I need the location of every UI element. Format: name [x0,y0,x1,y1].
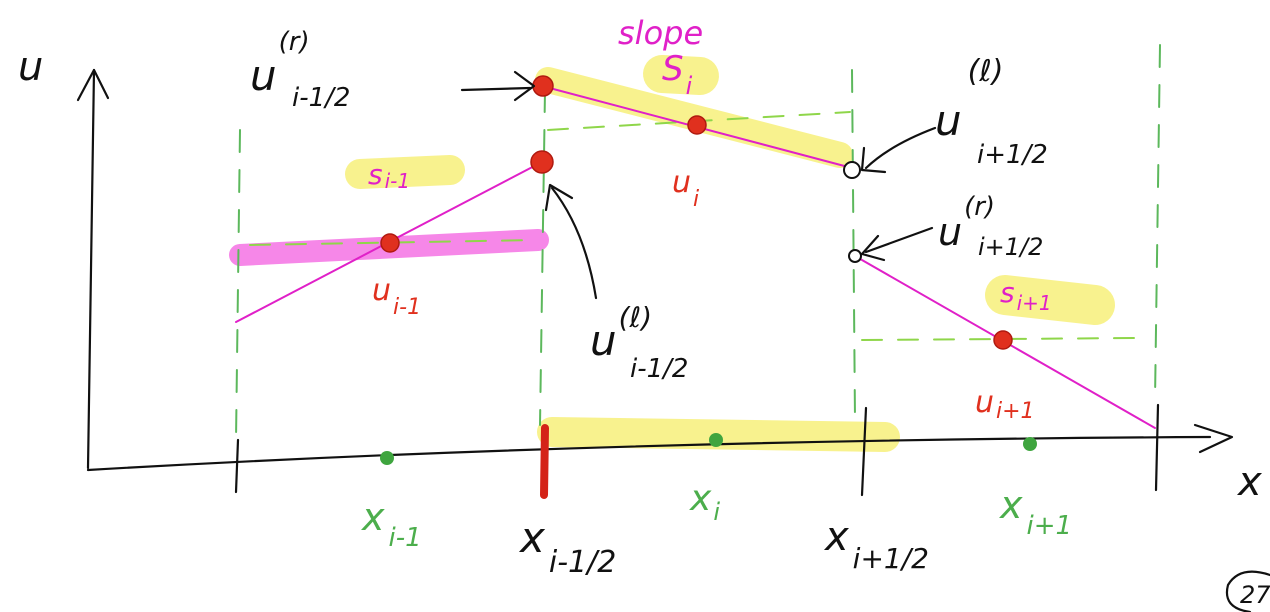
arrow-to-u-l-i-minus-half-head [544,183,574,212]
tick-i-plus-half [860,406,868,497]
label-u-r-i-minus-half: u(r)i-1/2 [250,27,350,113]
u-axis [86,68,96,470]
point-u-i-plus-1 [993,330,1013,350]
point-u-r-i-minus-half [532,75,554,97]
value-label-u-i-minus-1: ui-1 [372,273,421,320]
arrow-to-u-l-i-plus-half [864,126,937,170]
tick-left [234,438,240,494]
page-number-circle [1225,570,1270,612]
arrow-to-u-l-i-minus-half [550,186,598,300]
tick-right [1154,403,1160,492]
point-u-i-minus-1 [380,233,400,253]
point-u-l-i-minus-half [530,150,554,174]
cell-boundary-left [235,129,241,441]
point-x-i [709,433,723,447]
cell-boundary-i-plus-half [851,69,856,421]
label-u-l-i-minus-half: u(ℓ)i-1/2 [590,301,688,384]
arrow-to-u-r-i-minus-half-head [513,70,536,102]
x-axis-arrowhead [1193,423,1234,454]
point-u-r-i-plus-half [848,249,862,263]
slope-label-i: Si [662,49,693,100]
highlight-slope-label-i-plus-1 [985,275,1115,325]
value-label-u-i-plus-1: ui+1 [975,385,1035,424]
highlight-slope-label-i [643,55,719,95]
average-level-i-minus-1 [249,239,536,246]
label-u-l-i-plus-half: u(ℓ)i+1/2 [935,54,1048,170]
x-axis-label: x [1236,459,1262,505]
label-u-r-i-plus-half: u(r)i+1/2 [938,192,1043,261]
interface-label-x-i-minus-half: xi-1/2 [518,513,616,580]
arrow-to-u-l-i-plus-half-head [860,146,887,174]
arrow-to-u-r-i-plus-half-head [860,234,886,262]
slope-heading: slope [618,14,703,52]
cell-boundary-right [1154,44,1161,401]
center-label-x-i: xi [689,478,720,526]
u-axis-label: u [18,44,43,90]
arrow-to-u-r-i-plus-half [864,226,934,254]
arrow-to-u-r-i-minus-half [460,86,532,92]
highlight-slope-label-i-minus-1 [345,155,465,189]
point-u-l-i-plus-half [843,161,861,179]
cell-boundary-i-minus-half [539,89,546,426]
point-u-i [687,115,707,135]
tick-i-minus-half [540,424,549,499]
u-axis-arrowhead [76,68,110,102]
value-label-u-i: ui [672,165,699,212]
average-level-i-plus-1 [861,337,1141,341]
point-x-i-minus-1 [380,451,394,465]
page-number: 27 [1240,581,1270,609]
point-x-i-plus-1 [1023,437,1037,451]
